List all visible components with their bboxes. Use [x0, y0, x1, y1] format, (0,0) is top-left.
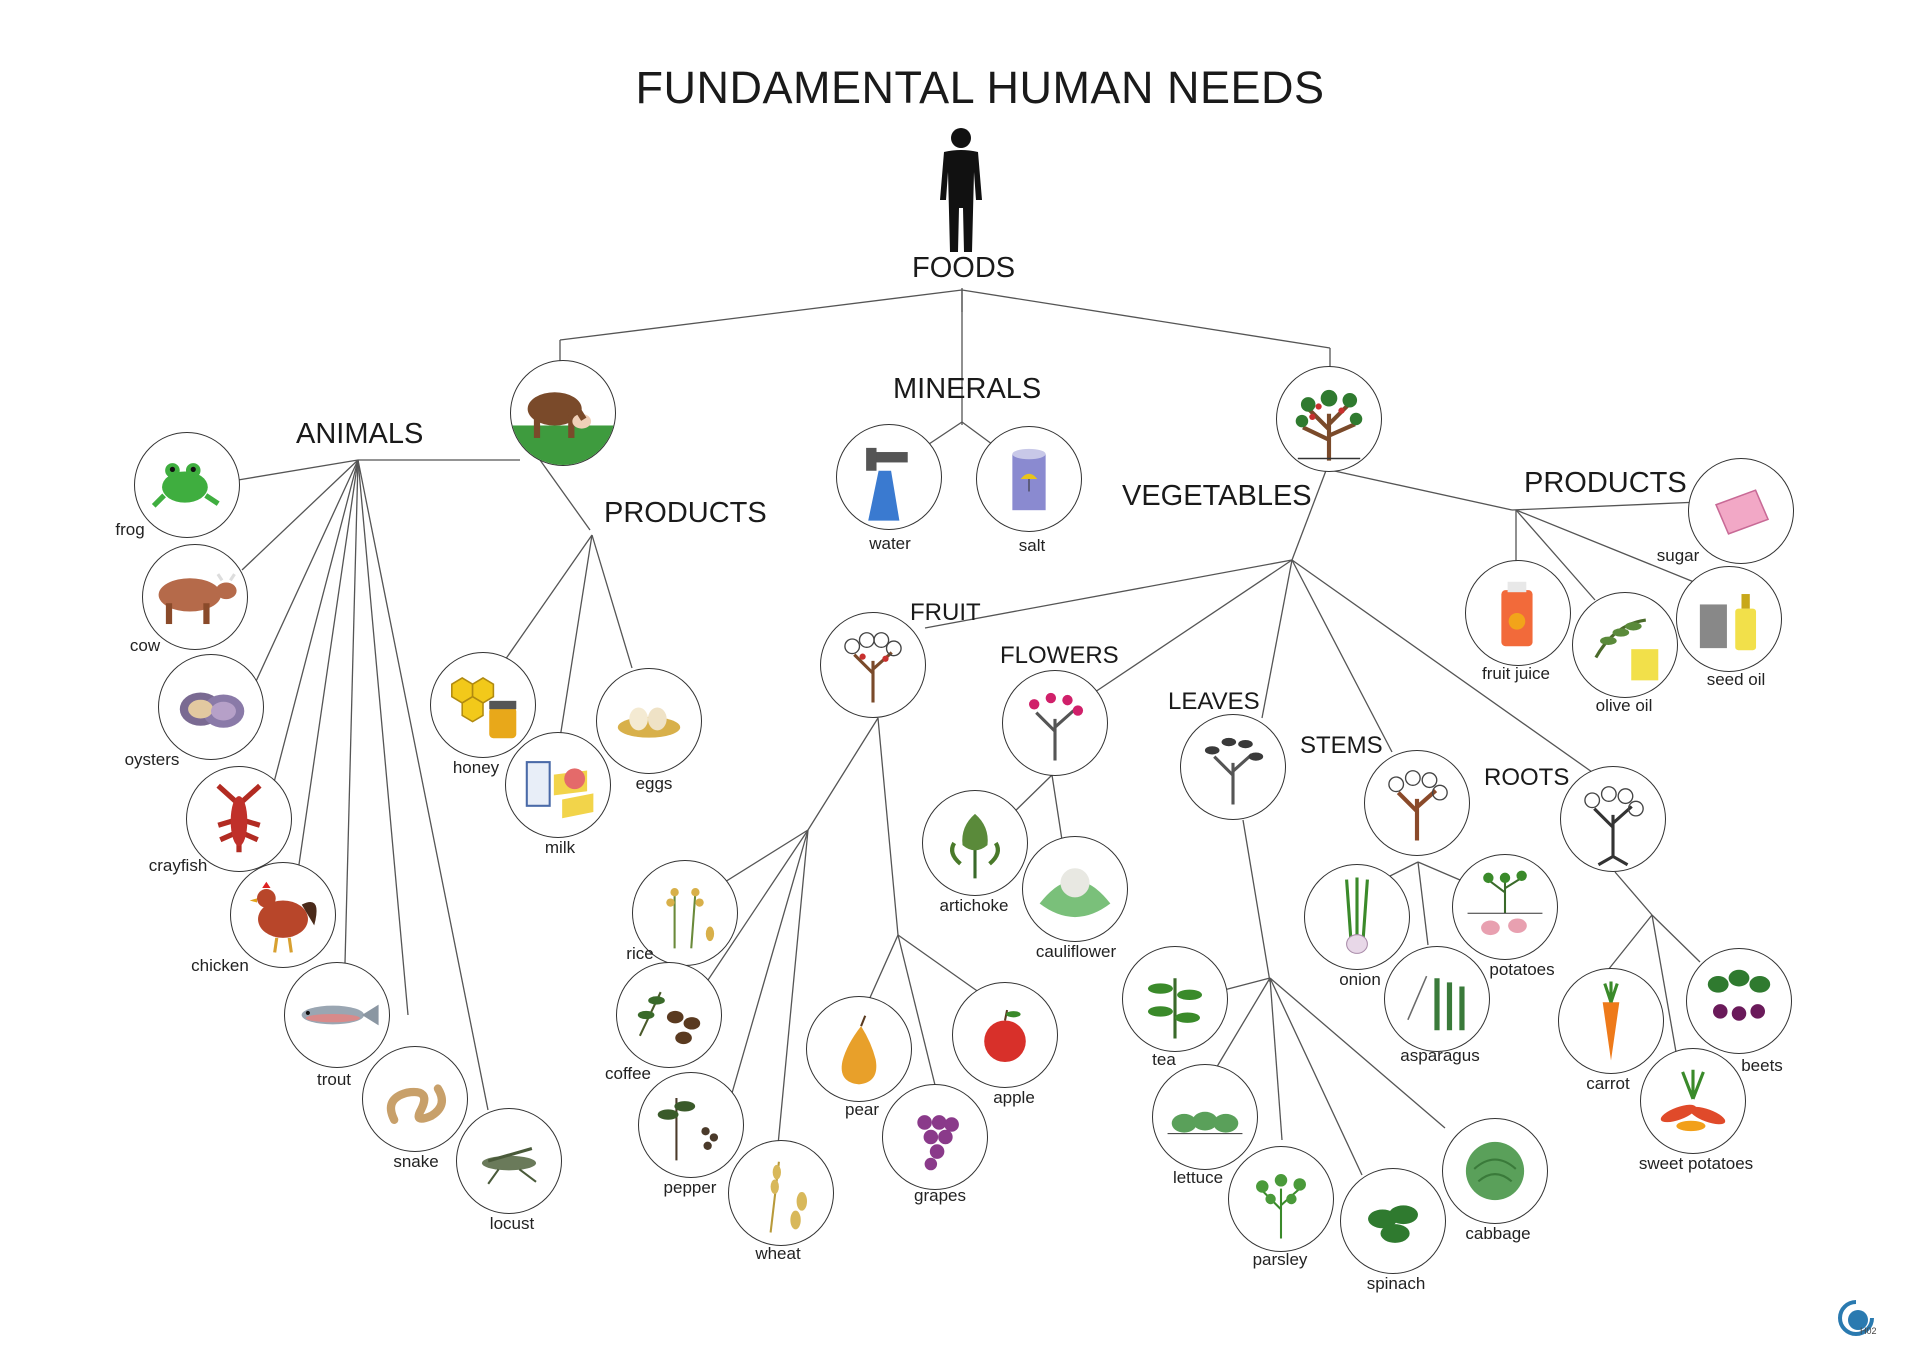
onion-circle: [1304, 864, 1410, 970]
pear-circle: [806, 996, 912, 1102]
beets-label: beets: [1741, 1056, 1783, 1075]
rice-circle: [632, 860, 738, 966]
chicken-label: chicken: [191, 956, 249, 975]
spinach-circle: [1340, 1168, 1446, 1274]
snake-circle: [362, 1046, 468, 1152]
fruit-tree-circle: [820, 612, 926, 718]
fruit-juice-circle: [1465, 560, 1571, 666]
vegetables-label: VEGETABLES: [1122, 480, 1312, 512]
cabbage-circle: [1442, 1118, 1548, 1224]
asparagus-label: asparagus: [1400, 1046, 1480, 1065]
honey-label: honey: [452, 758, 500, 777]
locust-circle: [456, 1108, 562, 1214]
cabbage-label: cabbage: [1465, 1224, 1531, 1243]
chicken-circle: [230, 862, 336, 968]
potatoes-circle: [1452, 854, 1558, 960]
apple-label: apple: [993, 1088, 1035, 1107]
olive-oil-label: olive oil: [1595, 696, 1653, 715]
stems-label: STEMS: [1300, 732, 1383, 759]
milk-label: milk: [544, 838, 576, 857]
coffee-label: coffee: [604, 1064, 652, 1083]
trout-label: trout: [316, 1070, 352, 1089]
lettuce-label: lettuce: [1172, 1168, 1224, 1187]
carrot-circle: [1558, 968, 1664, 1074]
pear-label: pear: [844, 1100, 880, 1119]
artichoke-circle: [922, 790, 1028, 896]
frog-label: frog: [115, 520, 145, 539]
crayfish-label: crayfish: [148, 856, 208, 875]
cauliflower-circle: [1022, 836, 1128, 942]
logo-text: H02: [1860, 1326, 1877, 1336]
snake-label: snake: [393, 1152, 439, 1171]
flowers-label: FLOWERS: [1000, 642, 1119, 669]
potatoes-label: potatoes: [1489, 960, 1555, 979]
roots-label: ROOTS: [1484, 764, 1570, 791]
foods-label: FOODS: [912, 252, 1016, 284]
carrot-label: carrot: [1586, 1074, 1630, 1093]
oysters-circle: [158, 654, 264, 760]
beets-circle: [1686, 948, 1792, 1054]
parsley-circle: [1228, 1146, 1334, 1252]
water-label: water: [869, 534, 911, 553]
parsley-label: parsley: [1252, 1250, 1308, 1269]
trout-circle: [284, 962, 390, 1068]
sweet-potatoes-circle: [1640, 1048, 1746, 1154]
leaves-label: LEAVES: [1168, 688, 1260, 715]
locust-label: locust: [489, 1214, 535, 1233]
page-title: FUNDAMENTAL HUMAN NEEDS: [635, 62, 1325, 113]
salt-label: salt: [1018, 536, 1046, 555]
artichoke-label: artichoke: [939, 896, 1009, 915]
stem-tree-circle: [1364, 750, 1470, 856]
cow-label: cow: [129, 636, 161, 655]
fruit-label: FRUIT: [910, 599, 981, 626]
animal-products-label: PRODUCTS: [604, 497, 767, 529]
apple-circle: [952, 982, 1058, 1088]
coffee-circle: [616, 962, 722, 1068]
minerals-label: MINERALS: [893, 373, 1042, 405]
grapes-circle: [882, 1084, 988, 1190]
rice-label: rice: [626, 944, 654, 963]
animals-label: ANIMALS: [296, 418, 424, 450]
sugar-circle: [1688, 458, 1794, 564]
ami-logo-icon: [1838, 1300, 1874, 1336]
crayfish-circle: [186, 766, 292, 872]
wheat-label: wheat: [755, 1244, 801, 1263]
spinach-label: spinach: [1366, 1274, 1426, 1293]
fruit-juice-label: fruit juice: [1481, 664, 1551, 683]
cauliflower-label: cauliflower: [1035, 942, 1117, 961]
lettuce-circle: [1152, 1064, 1258, 1170]
honey-circle: [430, 652, 536, 758]
tea-label: tea: [1152, 1050, 1176, 1069]
flowering-tree-circle: [1002, 670, 1108, 776]
leafy-tree-circle: [1180, 714, 1286, 820]
vegetable-products-label: PRODUCTS: [1524, 467, 1687, 499]
pepper-label: pepper: [663, 1178, 717, 1197]
seed-oil-label: seed oil: [1706, 670, 1766, 689]
olive-oil-circle: [1572, 592, 1678, 698]
vegetable-tree-circle: [1276, 366, 1382, 472]
eggs-label: eggs: [635, 774, 673, 793]
eggs-circle: [596, 668, 702, 774]
cow-circle: [142, 544, 248, 650]
frog-circle: [134, 432, 240, 538]
human-figure-icon: [940, 128, 982, 252]
milk-circle: [505, 732, 611, 838]
grapes-label: grapes: [914, 1186, 966, 1205]
oysters-label: oysters: [124, 750, 180, 769]
pepper-circle: [638, 1072, 744, 1178]
wheat-circle: [728, 1140, 834, 1246]
sugar-label: sugar: [1656, 546, 1700, 565]
onion-label: onion: [1339, 970, 1381, 989]
root-tree-circle: [1560, 766, 1666, 872]
cow-grazing-circle: [510, 360, 616, 466]
seed-oil-circle: [1676, 566, 1782, 672]
salt-circle: [976, 426, 1082, 532]
water-circle: [836, 424, 942, 530]
asparagus-circle: [1384, 946, 1490, 1052]
tea-circle: [1122, 946, 1228, 1052]
sweet-potatoes-label: sweet potatoes: [1638, 1154, 1754, 1173]
